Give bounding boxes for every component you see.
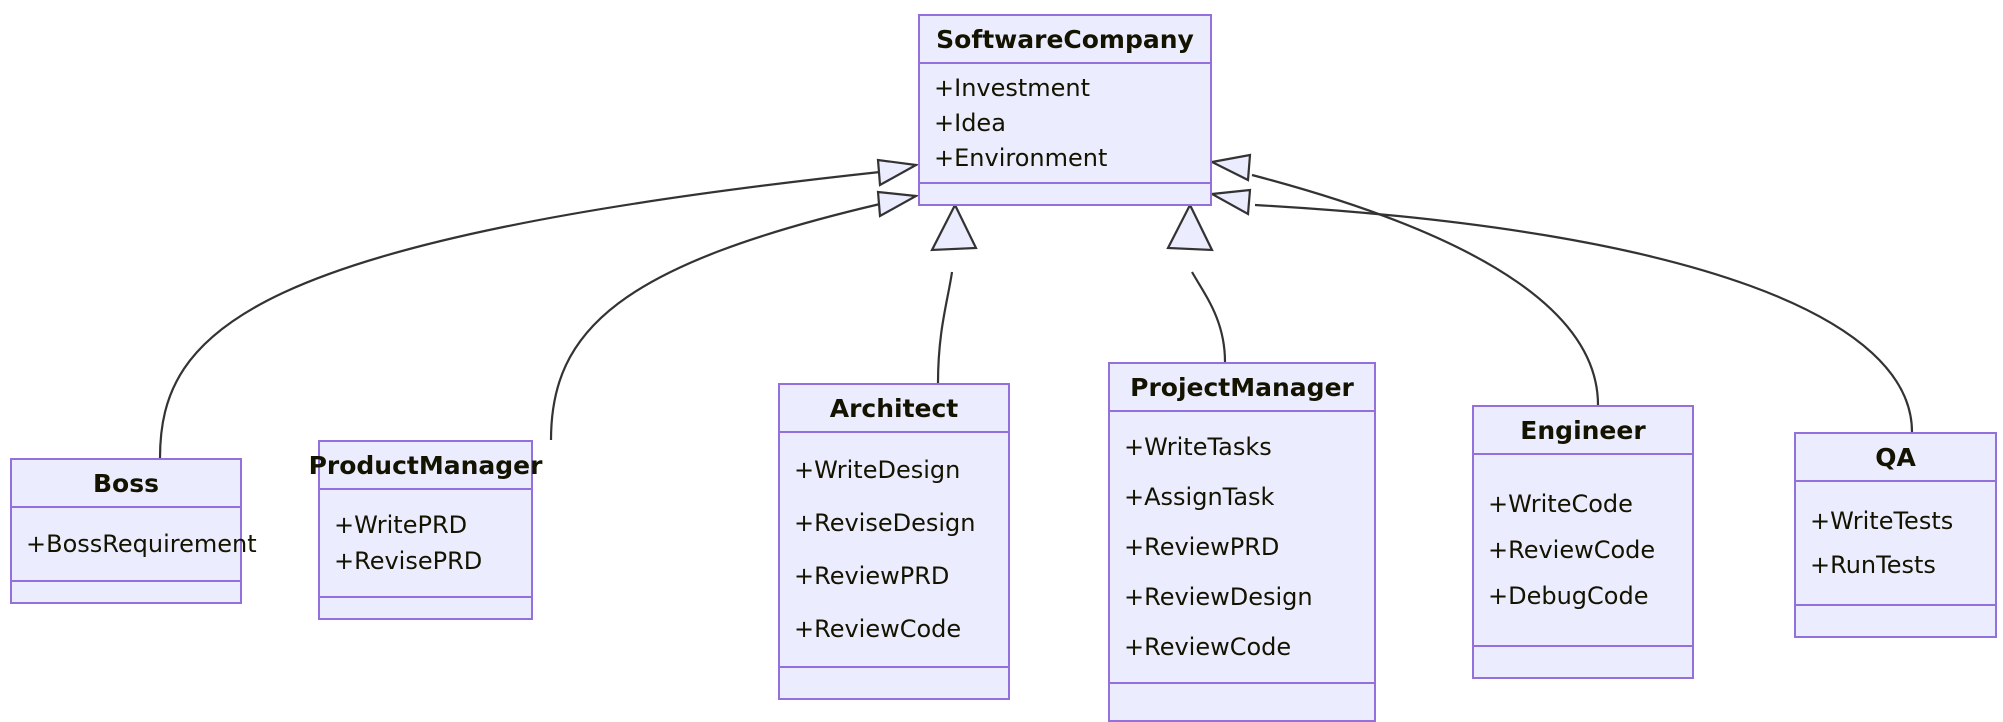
class-box-boss[interactable]: Boss +BossRequirement — [10, 458, 257, 604]
attribute-row: +ReviewPRD — [794, 561, 950, 590]
class-attributes-engineer: +WriteCode +ReviewCode +DebugCode — [1474, 455, 1692, 647]
attribute-row: +ReviewCode — [794, 614, 962, 643]
class-box-qa[interactable]: QA +WriteTests +RunTests — [1794, 432, 1997, 638]
class-title-softwarecompany: SoftwareCompany — [920, 16, 1210, 64]
attribute-row: +ReviewCode — [1488, 536, 1656, 564]
attribute-row: +BossRequirement — [26, 530, 257, 558]
inheritance-arrow-engineer — [1208, 153, 1252, 182]
attribute-row: +ReviseDesign — [794, 508, 976, 537]
inheritance-arrow-boss — [876, 158, 920, 187]
attribute-row: +DebugCode — [1488, 582, 1649, 610]
attribute-row: +Idea — [934, 108, 1006, 137]
attribute-row: +RevisePRD — [334, 547, 483, 575]
edge-projectmanager-to-softwarecompany — [1191, 271, 1227, 363]
attribute-row: +WriteDesign — [794, 455, 961, 484]
class-box-softwarecompany[interactable]: SoftwareCompany +Investment +Idea +Envir… — [918, 14, 1212, 206]
edge-boss-to-softwarecompany — [158, 170, 881, 459]
attribute-row: +WriteTasks — [1124, 433, 1272, 461]
class-box-architect[interactable]: Architect +WriteDesign +ReviseDesign +Re… — [778, 383, 1010, 700]
class-attributes-boss: +BossRequirement — [12, 508, 257, 582]
class-attributes-architect: +WriteDesign +ReviseDesign +ReviewPRD +R… — [780, 433, 1008, 668]
inheritance-arrow-qa — [1208, 188, 1252, 216]
attribute-row: +ReviewPRD — [1124, 533, 1280, 561]
class-title-architect: Architect — [780, 385, 1008, 433]
class-title-projectmanager: ProjectManager — [1110, 364, 1374, 412]
class-title-productmanager: ProductManager — [309, 442, 542, 490]
inheritance-arrow-productmanager — [876, 190, 920, 218]
edge-engineer-to-softwarecompany — [1251, 173, 1600, 406]
edge-productmanager-to-softwarecompany — [549, 202, 881, 441]
class-box-engineer[interactable]: Engineer +WriteCode +ReviewCode +DebugCo… — [1472, 405, 1694, 679]
attribute-row: +ReviewDesign — [1124, 583, 1313, 611]
class-attributes-projectmanager: +WriteTasks +AssignTask +ReviewPRD +Revi… — [1110, 412, 1374, 684]
class-box-productmanager[interactable]: ProductManager +WritePRD +RevisePRD — [309, 440, 542, 620]
attribute-row: +RunTests — [1810, 551, 1936, 579]
attribute-row: +Environment — [934, 143, 1108, 172]
attribute-row: +WritePRD — [334, 511, 468, 539]
class-attributes-softwarecompany: +Investment +Idea +Environment — [920, 64, 1210, 184]
attribute-row: +ReviewCode — [1124, 633, 1292, 661]
inheritance-arrow-architect — [930, 202, 978, 252]
class-box-projectmanager[interactable]: ProjectManager +WriteTasks +AssignTask +… — [1108, 362, 1376, 722]
attribute-row: +Investment — [934, 73, 1091, 102]
class-title-engineer: Engineer — [1474, 407, 1692, 455]
class-attributes-productmanager: +WritePRD +RevisePRD — [320, 490, 531, 598]
class-attributes-qa: +WriteTests +RunTests — [1796, 482, 1995, 606]
attribute-row: +WriteCode — [1488, 490, 1633, 518]
attribute-row: +AssignTask — [1124, 483, 1275, 511]
edge-qa-to-softwarecompany — [1254, 203, 1914, 433]
class-title-boss: Boss — [12, 460, 240, 508]
edge-architect-to-softwarecompany — [936, 271, 954, 384]
inheritance-arrow-projectmanager — [1166, 202, 1214, 252]
attribute-row: +WriteTests — [1810, 507, 1954, 535]
class-title-qa: QA — [1796, 434, 1995, 482]
